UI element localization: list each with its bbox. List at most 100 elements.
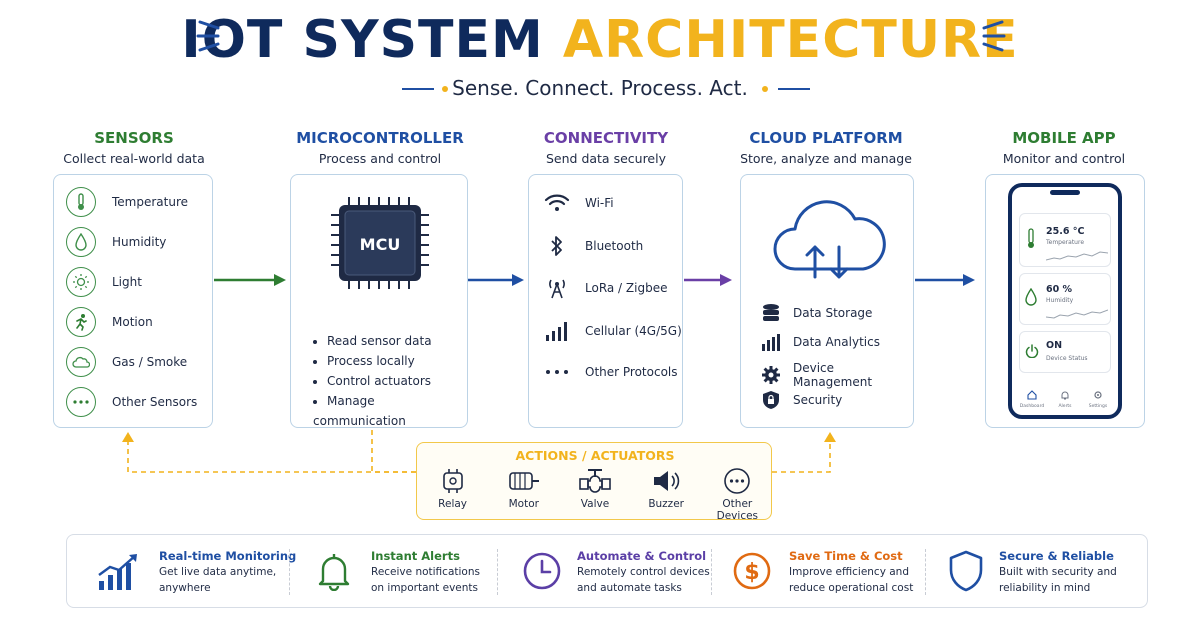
connectivity-title: CONNECTIVITY xyxy=(543,129,669,147)
feature-desc: reliability in mind xyxy=(999,582,1091,594)
cloud-item-security: Security xyxy=(757,390,842,410)
feature-savings: Save Time & Cost Improve efficiency and … xyxy=(789,548,913,596)
feature-desc: reduce operational cost xyxy=(789,582,914,594)
action-relay: Relay xyxy=(418,467,488,522)
features-footer: Real-time Monitoring Get live data anyti… xyxy=(66,534,1148,608)
sensor-label: Temperature xyxy=(112,195,189,209)
cloud-title: CLOUD PLATFORM xyxy=(749,129,903,147)
feature-desc: Improve efficiency and xyxy=(789,566,910,578)
card-value: 25.6 °C xyxy=(1046,226,1085,237)
card-label: Device Status xyxy=(1046,355,1088,362)
sensor-label: Motion xyxy=(112,315,153,329)
more-dots-icon xyxy=(66,387,96,417)
cloud-label: Security xyxy=(793,393,843,407)
cloud-item-storage: Data Storage xyxy=(757,303,872,323)
feature-desc: Get live data anytime, xyxy=(159,566,277,578)
cloud-header: CLOUD PLATFORM Store, analyze and manage xyxy=(726,128,926,168)
feature-desc: Remotely control devices xyxy=(577,566,710,578)
sensor-item-temperature: Temperature xyxy=(66,187,188,217)
action-buzzer: Buzzer xyxy=(631,467,701,522)
sensor-item-gas: Gas / Smoke xyxy=(66,347,187,377)
connector-mcu-to-actions xyxy=(371,430,416,473)
subtitle-line-left xyxy=(402,88,434,90)
conn-label: LoRa / Zigbee xyxy=(585,281,668,295)
sensor-label: Humidity xyxy=(112,235,167,249)
feature-separator xyxy=(925,549,926,595)
mcu-bullet: Control actuators xyxy=(313,371,467,391)
cloud-item-device-mgmt: Device Management xyxy=(757,361,913,389)
phone-card-temperature: 25.6 °C Temperature xyxy=(1019,213,1111,267)
motor-icon xyxy=(508,472,539,490)
sensor-item-motion: Motion xyxy=(66,307,153,337)
cloud-box: Data Storage Data Analytics Device Manag… xyxy=(740,174,914,428)
cloud-label: Data Storage xyxy=(793,306,873,320)
bell-icon xyxy=(1061,391,1069,400)
action-other: Other Devices xyxy=(702,467,772,522)
connectivity-subtitle: Send data securely xyxy=(545,151,666,166)
phone-nav-alerts[interactable]: Alerts xyxy=(1049,385,1081,409)
title-burst-left-icon xyxy=(196,20,220,52)
arrow-sensors-to-mcu xyxy=(214,274,286,286)
conn-item-cellular: Cellular (4G/5G) xyxy=(543,321,682,341)
actions-list: Relay Motor Valve Buzzer Other Devices xyxy=(417,467,773,522)
title-burst-right-icon xyxy=(982,20,1006,52)
nav-label: Dashboard xyxy=(1019,404,1045,409)
feature-separator xyxy=(289,549,290,595)
card-label: Temperature xyxy=(1046,239,1085,246)
sensors-box: Temperature Humidity Light Motion Gas / … xyxy=(53,174,213,428)
shield-lock-icon xyxy=(757,390,785,410)
action-motor: Motor xyxy=(489,467,559,522)
feature-title: Automate & Control xyxy=(577,549,707,563)
gear-icon xyxy=(757,365,785,385)
antenna-icon xyxy=(543,277,571,299)
arrow-cloud-to-mobile xyxy=(915,274,975,286)
cloud-label: Device Management xyxy=(793,361,873,389)
dollar-coin-icon: $ xyxy=(733,552,771,590)
mcu-header: MICROCONTROLLER Process and control xyxy=(280,128,480,168)
subtitle-dot-right xyxy=(762,86,768,92)
sensors-title: SENSORS xyxy=(94,129,174,147)
feature-desc: and automate tasks xyxy=(577,582,682,594)
feature-alerts: Instant Alerts Receive notifications on … xyxy=(371,548,480,596)
shield-icon xyxy=(949,550,983,592)
page-title: IOT SYSTEM ARCHITECTURE xyxy=(0,8,1200,72)
nav-label: Settings xyxy=(1088,404,1108,409)
feature-desc: anywhere xyxy=(159,582,211,594)
cloud-upload-download-icon xyxy=(773,200,886,279)
mcu-box: MCU Read sensor data Process locally Con… xyxy=(290,174,468,428)
phone-nav-settings[interactable]: Settings xyxy=(1082,385,1114,409)
mcu-chip-icon xyxy=(331,197,429,289)
arrow-mcu-to-connectivity xyxy=(468,274,524,286)
feature-title: Instant Alerts xyxy=(371,549,460,563)
sensor-label: Other Sensors xyxy=(112,395,198,409)
sensor-label: Light xyxy=(112,275,142,289)
action-label: Relay xyxy=(438,498,468,510)
mcu-bullet: Process locally xyxy=(313,351,467,371)
relay-icon xyxy=(442,469,463,493)
feature-desc: Receive notifications xyxy=(371,566,480,578)
mobile-title: MOBILE APP xyxy=(1012,129,1116,147)
speaker-icon xyxy=(654,471,680,491)
conn-item-bluetooth: Bluetooth xyxy=(543,235,643,257)
phone-frame: 25.6 °C Temperature 60 % Humidity ON Dev… xyxy=(1008,183,1122,419)
feature-desc: on important events xyxy=(371,582,479,594)
action-label: Valve xyxy=(580,498,610,510)
conn-item-lora: LoRa / Zigbee xyxy=(543,277,667,299)
droplet-icon xyxy=(66,227,96,257)
mcu-title: MICROCONTROLLER xyxy=(296,129,464,147)
home-icon xyxy=(1027,390,1037,400)
actions-title: ACTIONS / ACTUATORS xyxy=(515,448,675,463)
phone-nav-dashboard[interactable]: Dashboard xyxy=(1016,385,1048,409)
bar-chart-icon xyxy=(757,333,785,351)
gear-icon xyxy=(1094,391,1102,399)
action-label: Buzzer xyxy=(648,498,684,510)
feature-secure: Secure & Reliable Built with security an… xyxy=(999,548,1117,596)
title-part1: IOT SYSTEM xyxy=(181,10,544,70)
sensor-item-humidity: Humidity xyxy=(66,227,166,257)
connector-arrowhead-cloud xyxy=(824,432,836,442)
card-value: 60 % xyxy=(1046,284,1073,295)
cloud-item-analytics: Data Analytics xyxy=(757,333,880,351)
action-label: Motor xyxy=(508,498,539,510)
conn-item-wifi: Wi-Fi xyxy=(543,193,614,213)
